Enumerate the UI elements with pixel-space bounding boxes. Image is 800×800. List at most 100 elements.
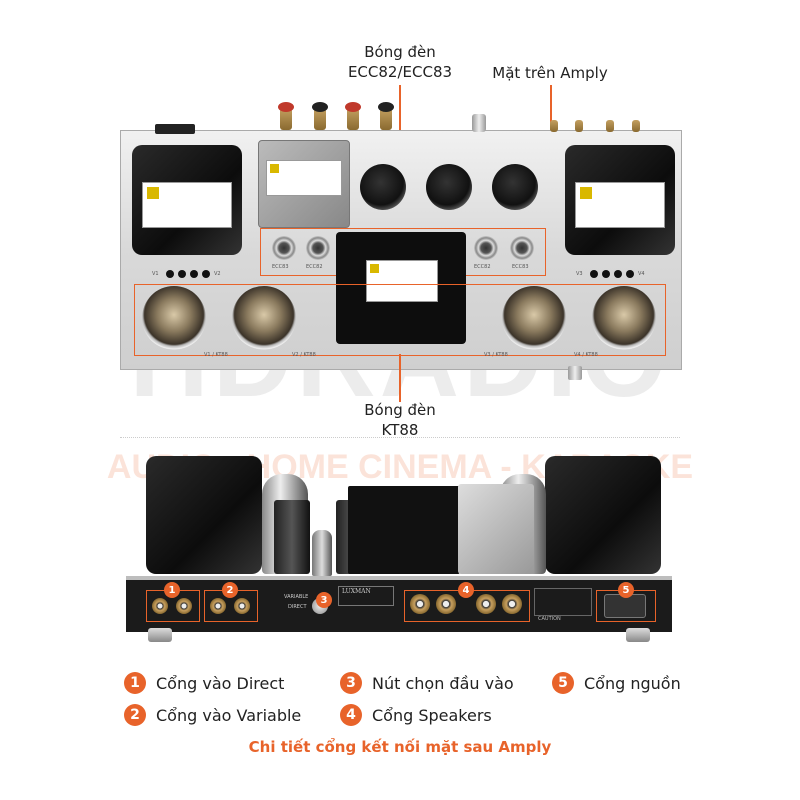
indicator-dot xyxy=(590,270,598,278)
indicator-dot xyxy=(626,270,634,278)
indicator-dot xyxy=(614,270,622,278)
caption: Chi tiết cổng kết nối mặt sau Amply xyxy=(248,738,552,756)
rear-cap xyxy=(274,500,310,574)
speaker-terminal-4 xyxy=(502,594,522,614)
legend-text-3: Nút chọn đầu vào xyxy=(372,673,514,693)
power-tube-v1 xyxy=(142,286,206,350)
variable-input-left xyxy=(210,598,226,614)
power-transformer-plate xyxy=(366,260,438,302)
preamp-label-1: ECC83 xyxy=(272,264,289,270)
power-tube-label-v1: V1 / KT88 xyxy=(204,352,228,358)
speaker-post-cap xyxy=(345,102,361,112)
preamp-label-2: ECC82 xyxy=(306,264,323,270)
power-tube-v4 xyxy=(592,286,656,350)
callout-line-power xyxy=(399,354,401,402)
rca-post xyxy=(632,120,640,132)
badge-5: 5 xyxy=(618,582,634,598)
speaker-post xyxy=(280,108,292,130)
legend-item-2: 2 Cổng vào Variable xyxy=(124,704,301,726)
preamp-tube-4 xyxy=(510,236,534,260)
section-divider xyxy=(120,437,680,438)
callout-power-tubes: Bóng đèn KT88 xyxy=(364,401,436,439)
variable-input-right xyxy=(234,598,250,614)
speaker-post xyxy=(314,108,326,130)
caution-label: CAUTION xyxy=(538,616,561,622)
preamp-tube-3 xyxy=(474,236,498,260)
speaker-terminal-2 xyxy=(436,594,456,614)
rear-power-transformer xyxy=(348,486,460,574)
preamp-tube-1 xyxy=(272,236,296,260)
indicator-dot xyxy=(166,270,174,278)
callout-preamp-tubes: Bóng đèn ECC82/ECC83 xyxy=(347,43,453,81)
rear-transformer-left xyxy=(146,456,262,574)
preamp-label-4: ECC83 xyxy=(512,264,529,270)
rca-post xyxy=(606,120,614,132)
small-label-v4: V4 xyxy=(638,271,645,277)
indicator-dot xyxy=(602,270,610,278)
foot-left xyxy=(148,628,172,642)
indicator-dot xyxy=(190,270,198,278)
speaker-post-cap xyxy=(312,102,328,112)
spec-plate xyxy=(534,588,592,616)
legend-item-5: 5 Cổng nguồn xyxy=(552,672,681,694)
rca-post xyxy=(575,120,583,132)
legend-item-1: 1 Cổng vào Direct xyxy=(124,672,284,694)
legend-badge-1: 1 xyxy=(124,672,146,694)
transformer-plate-right xyxy=(575,182,665,228)
speaker-terminal-1 xyxy=(410,594,430,614)
legend-badge-2: 2 xyxy=(124,704,146,726)
label-direct: DIRECT xyxy=(288,604,307,610)
legend-text-1: Cổng vào Direct xyxy=(156,673,285,693)
preamp-tube-2 xyxy=(306,236,330,260)
power-tube-v2 xyxy=(232,286,296,350)
small-label-v3: V3 xyxy=(576,271,583,277)
badge-1: 1 xyxy=(164,582,180,598)
legend-badge-5: 5 xyxy=(552,672,574,694)
small-label-v2: V2 xyxy=(214,271,221,277)
foot-right xyxy=(626,628,650,642)
rca-post xyxy=(550,120,558,132)
preamp-label-3: ECC82 xyxy=(474,264,491,270)
brand-logo-right xyxy=(580,187,592,199)
power-tube-label-v3: V3 / KT88 xyxy=(484,352,508,358)
power-tube-v3 xyxy=(502,286,566,350)
power-tube-label-v4: V4 / KT88 xyxy=(574,352,598,358)
speaker-post xyxy=(380,108,392,130)
brand-logo-center xyxy=(370,264,379,273)
legend-item-4: 4 Cổng Speakers xyxy=(340,704,492,726)
transformer-plate-left xyxy=(142,182,232,228)
badge-4: 4 xyxy=(458,582,474,598)
power-tubes-box xyxy=(134,284,666,356)
legend-text-2: Cổng vào Variable xyxy=(156,705,302,725)
choke-plate xyxy=(266,160,342,196)
badge-2: 2 xyxy=(222,582,238,598)
brand-logo-choke xyxy=(270,164,279,173)
direct-input-left xyxy=(152,598,168,614)
legend-badge-4: 4 xyxy=(340,704,362,726)
rear-brand-plate: LUXMAN xyxy=(338,586,394,606)
rear-transformer-right xyxy=(545,456,661,574)
speaker-post-cap xyxy=(278,102,294,112)
front-shaft xyxy=(568,366,582,380)
legend-badge-3: 3 xyxy=(340,672,362,694)
power-socket xyxy=(604,594,646,618)
direct-input-right xyxy=(176,598,192,614)
selector-shaft xyxy=(472,114,486,132)
speaker-post-cap xyxy=(378,102,394,112)
indicator-dot xyxy=(202,270,210,278)
label-variable: VARIABLE xyxy=(284,594,309,600)
speaker-post xyxy=(347,108,359,130)
small-label-v1: V1 xyxy=(152,271,159,277)
indicator-dot xyxy=(178,270,186,278)
amp-top-back-rail xyxy=(155,124,195,134)
knob-2 xyxy=(426,164,472,210)
legend-text-4: Cổng Speakers xyxy=(372,705,492,725)
rear-choke xyxy=(458,484,534,574)
badge-3: 3 xyxy=(316,592,332,608)
legend-text-5: Cổng nguồn xyxy=(584,673,681,693)
legend-item-3: 3 Nút chọn đầu vào xyxy=(340,672,514,694)
power-tube-label-v2: V2 / KT88 xyxy=(292,352,316,358)
brand-logo-left xyxy=(147,187,159,199)
speaker-terminal-3 xyxy=(476,594,496,614)
knob-3 xyxy=(492,164,538,210)
